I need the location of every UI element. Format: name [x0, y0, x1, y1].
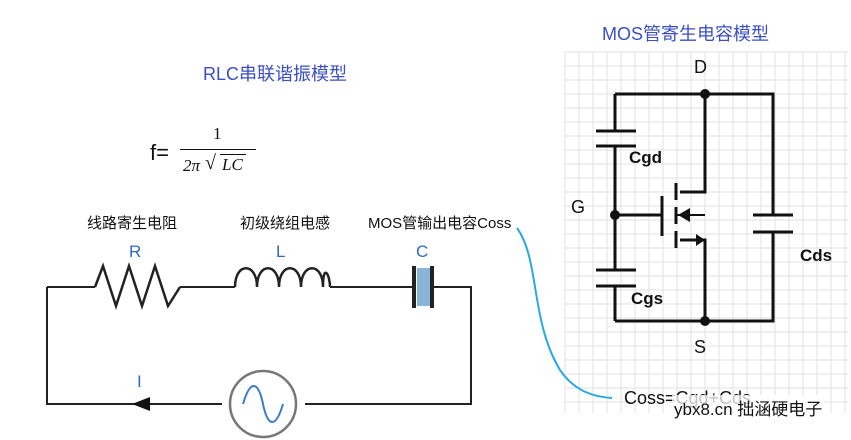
rlc-wire-left	[46, 286, 135, 405]
current-arrow	[132, 397, 150, 411]
node-g	[610, 210, 620, 220]
label-drain: D	[694, 57, 707, 77]
mosfet-source-arrow	[696, 234, 705, 246]
inductor-symbol	[233, 267, 332, 288]
ac-source-symbol	[228, 369, 298, 439]
label-cgs: Cgs	[631, 289, 664, 308]
capacitor-c-symbol	[412, 266, 434, 308]
callout-line	[516, 227, 613, 399]
rlc-wire-right	[305, 286, 472, 405]
node-d	[700, 89, 710, 99]
formula-numerator: 1	[213, 124, 222, 143]
label-l-description: 初级绕组电感	[240, 215, 331, 232]
label-gate: G	[571, 197, 586, 217]
formula-denominator-coef: 2π	[183, 156, 201, 175]
mos-title: MOS管寄生电容模型	[602, 24, 770, 44]
formula-fraction-bar	[180, 149, 256, 150]
label-source: S	[694, 337, 707, 357]
label-current: I	[137, 372, 142, 391]
watermark: ybx8.cn 拙涵硬电子	[672, 395, 825, 420]
mos-circuit-diagram	[596, 92, 793, 323]
rlc-title: RLC串联谐振模型	[203, 64, 348, 84]
label-r-description: 线路寄生电阻	[87, 215, 178, 232]
resistor-symbol	[93, 261, 182, 311]
label-cgd: Cgd	[629, 148, 663, 167]
mosfet-body-arrow	[678, 208, 690, 222]
label-c-description: MOS管输出电容Coss	[368, 215, 512, 232]
label-r: R	[129, 242, 142, 261]
sqrt-icon: √	[205, 152, 216, 174]
label-c: C	[416, 242, 429, 261]
label-cds: Cds	[800, 246, 833, 265]
node-s	[700, 316, 710, 326]
formula-denominator-radicand: LC	[220, 154, 246, 175]
label-l: L	[276, 242, 286, 261]
formula-lhs: f=	[150, 140, 169, 165]
